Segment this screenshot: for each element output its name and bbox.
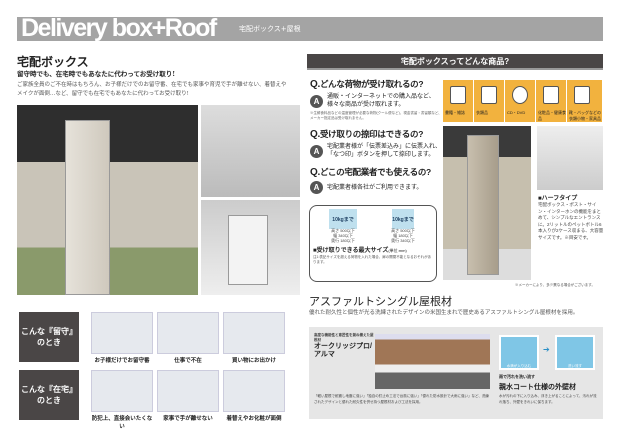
half-type-title: ■ハーフタイプ — [538, 196, 578, 202]
illustration-shopping — [223, 312, 285, 354]
illustration-work — [157, 312, 219, 354]
question-text: どこの宅配業者でも使えるの? — [319, 167, 431, 178]
size-weight: 10kgまで — [329, 209, 357, 229]
question-prefix: Q. — [310, 167, 320, 179]
size-weight: 10kgまで — [392, 209, 414, 229]
roof-product-name: オークリッジプロ/アルマ — [314, 343, 372, 359]
item-label: 書籍・雑誌 — [445, 110, 465, 115]
header-subtitle: 宅配ボックス+屋根 — [239, 25, 301, 33]
roof-lead: 優れた耐久性と個性が光る洗練されたデザインの米国生まれで歴史あるアスファルトシン… — [309, 310, 579, 316]
roof-panel: 高度な機能性と意匠性を兼ね備えた屋根材 オークリッジプロ/アルマ 「軽い屋根で耐… — [309, 327, 603, 419]
size-depth: 奥行 180以下 — [331, 237, 355, 243]
roof-product-desc: 「軽い屋根で耐震し地震に強い」「独自の釘止め工法で台風に強い」「優れた防水設計で… — [314, 394, 489, 404]
scene-caption: 仕事で不在 — [174, 358, 202, 364]
size-width: 幅 340以下 — [333, 232, 353, 238]
right-banner: 宅配ボックスってどんな商品? — [307, 54, 603, 70]
left-heading: 宅配ボックス — [17, 55, 89, 69]
item-bags: 靴・バッグなどの衣類小物・家具品 — [567, 80, 603, 122]
wall-after: 洗い流す — [555, 335, 595, 370]
illustration-housework — [157, 370, 219, 412]
illustration-dressing — [223, 370, 285, 412]
size-box-unit: (単位:mm) — [388, 248, 407, 254]
answer-row: A 通販・インターネットでの購入品など、様々な商品が受け取れます。 — [310, 93, 442, 109]
scene-caption: 家事で手が離せない — [163, 416, 213, 422]
size-left: 10kgまで高さ 500以下幅 340以下奥行 180以下 — [313, 209, 373, 243]
answer-icon: A — [310, 144, 323, 158]
left-body: ご家族全員のご不在時はもちろん、お子様だけでのお留守番、在宅でも家事や育児で手が… — [17, 82, 287, 97]
size-height: 高さ 500以下 — [331, 228, 355, 233]
wall-before: 水滴が入り込む — [499, 335, 539, 370]
roof-product-subtitle: 高度な機能性と意匠性を兼ね備えた屋根材 — [314, 333, 374, 342]
shirt-icon — [481, 86, 497, 104]
illustration-door — [91, 370, 153, 412]
illustration-kids — [91, 312, 153, 354]
scene-caption: 防犯上、直接会いたくない — [91, 416, 153, 430]
delivery-box-unit — [65, 120, 110, 295]
answer-icon: A — [310, 181, 323, 195]
size-box-title: ■受け取りできる最大サイズ — [313, 248, 389, 255]
bottle-icon — [543, 86, 559, 104]
answer-icon: A — [310, 94, 323, 108]
scene-label-away: こんな『留守』のとき — [19, 312, 79, 362]
wall-subtitle: 雨で汚れを洗い流す — [499, 374, 535, 379]
size-depth: 奥行 340以下 — [391, 237, 415, 243]
half-type-unit — [467, 135, 499, 275]
scene-caption: 着替えやお化粧が面倒 — [226, 416, 282, 422]
header-bar: Delivery box+Roof 宅配ボックス+屋根 — [17, 14, 603, 42]
arrow-right-icon: ➔ — [543, 345, 550, 354]
item-cd: CD・DVD — [505, 80, 536, 122]
answer-row: A 宅配業者様各社がご利用できます。 — [310, 181, 442, 195]
item-cosmetics: 化粧品・健康食品 — [536, 80, 567, 122]
size-width: 幅 180以下 — [393, 232, 413, 238]
answer-note: ※生鮮食料品などの温度管理が必要な荷物(クール便など)、現金書留・書留類など、メ… — [310, 111, 442, 121]
question: Q.どこの宅配業者でも使えるの? — [310, 166, 442, 178]
size-box-note: 注1:表記サイズを超える荷物を入れた場合、扉の開閉不能となるおそれがあります。 — [313, 255, 432, 265]
half-type-desc: 宅配ボックス・ポスト・サイン・インターホンの機能をまとめて、シンプルなエントラン… — [538, 202, 604, 240]
header-title: Delivery box+Roof — [21, 14, 217, 42]
answer: 宅配業者様が「伝票差込み」に伝票入れ、「なつ印」ボタンを押して捺印します。 — [327, 144, 442, 159]
item-label: CD・DVD — [507, 110, 526, 115]
item-label: 靴・バッグなどの衣類小物・家具品 — [569, 110, 601, 121]
roof-heading: アスファルトシングル屋根材 — [309, 296, 452, 308]
item-label: 化粧品・健康食品 — [538, 110, 566, 121]
answer: 通販・インターネットでの購入品など、様々な商品が受け取れます。 — [327, 94, 435, 109]
question-text: 受け取りの捺印はできるの? — [319, 129, 424, 140]
question: Q.受け取りの捺印はできるの? — [310, 128, 442, 140]
left-lead: 留守時でも、在宅時でもあなたに代わってお受け取り! — [17, 70, 176, 78]
scene-caption: お子様だけでお留守番 — [94, 358, 150, 364]
item-clothes: 衣類品 — [474, 80, 505, 122]
bag-icon — [574, 86, 590, 104]
answer: 宅配業者様各社がご利用できます。 — [327, 184, 423, 191]
wall-desc: 水が汚れの下に入り込み、浮き上がることによって、汚れが流れ落ち、外壁をきれいに保… — [499, 394, 597, 404]
question-text: どんな荷物が受け取れるの? — [319, 79, 424, 89]
delivery-box-photo-wall — [201, 105, 300, 197]
disc-icon — [512, 86, 528, 104]
book-icon — [450, 86, 466, 104]
answer-row: A 宅配業者様が「伝票差込み」に伝票入れ、「なつ印」ボタンを押して捺印します。 — [310, 143, 442, 159]
item-books: 書籍・雑誌 — [443, 80, 474, 122]
roof-photo — [375, 334, 490, 389]
wall-title: 親水コート仕様の外壁材 — [499, 384, 576, 391]
size-height: 高さ 500以下 — [391, 228, 415, 233]
maker-note: ※メーカーにより、多少異なる場合がございます。 — [515, 283, 595, 287]
question-prefix: Q. — [310, 79, 320, 90]
size-box: 10kgまで高さ 500以下幅 340以下奥行 180以下 10kgまで高さ 5… — [309, 205, 437, 282]
size-right: 10kgまで高さ 500以下幅 180以下奥行 340以下 — [373, 209, 433, 243]
item-label: 衣類品 — [476, 110, 488, 115]
scene-label-home: こんな『在宅』のとき — [19, 370, 79, 420]
question-prefix: Q. — [310, 129, 320, 141]
scene-caption: 買い物にお出かけ — [231, 358, 276, 364]
delivery-box-open-unit — [228, 215, 268, 285]
size-box-heading: ■受け取りできる最大サイズ(単位:mm) — [313, 245, 433, 254]
parcel-photo — [537, 126, 603, 190]
size-diagrams: 10kgまで高さ 500以下幅 340以下奥行 180以下 10kgまで高さ 5… — [313, 209, 433, 243]
question: Q.どんな荷物が受け取れるの? — [310, 78, 442, 90]
